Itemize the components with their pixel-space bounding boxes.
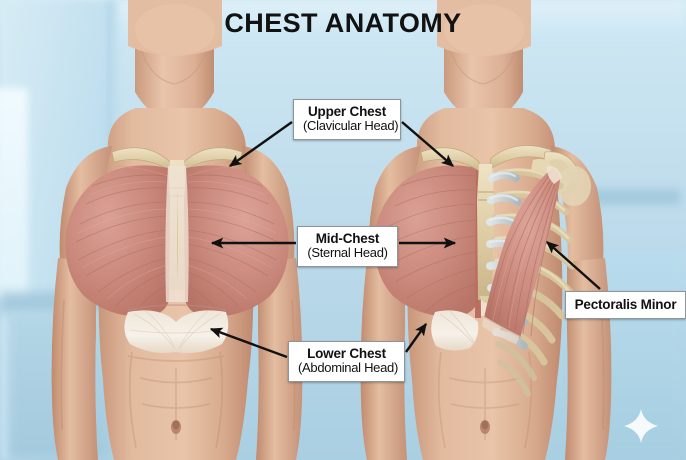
sparkle-watermark-icon [624,409,658,443]
page-title: CHEST ANATOMY [224,8,462,38]
label-lower-chest[interactable]: Lower Chest (Abdominal Head) [288,341,405,382]
background-shelf-right [584,190,680,204]
label-mid-chest-line2: (Sternal Head) [307,245,388,261]
label-pectoralis-minor-line1: Pectoralis Minor [574,297,677,312]
label-mid-chest[interactable]: Mid-Chest (Sternal Head) [297,226,398,267]
label-lower-chest-line1: Lower Chest [307,346,386,361]
background-window [0,88,28,298]
background-cabinet-left [8,312,112,460]
label-pectoralis-minor[interactable]: Pectoralis Minor [565,291,686,320]
label-mid-chest-line1: Mid-Chest [315,231,380,246]
background-counter [0,292,130,314]
label-upper-chest-line2: (Clavicular Head) [303,118,399,134]
label-upper-chest-line1: Upper Chest [307,104,387,119]
label-lower-chest-line2: (Abdominal Head) [298,360,398,376]
label-upper-chest[interactable]: Upper Chest (Clavicular Head) [293,99,401,140]
background-wall-corner [108,0,111,300]
